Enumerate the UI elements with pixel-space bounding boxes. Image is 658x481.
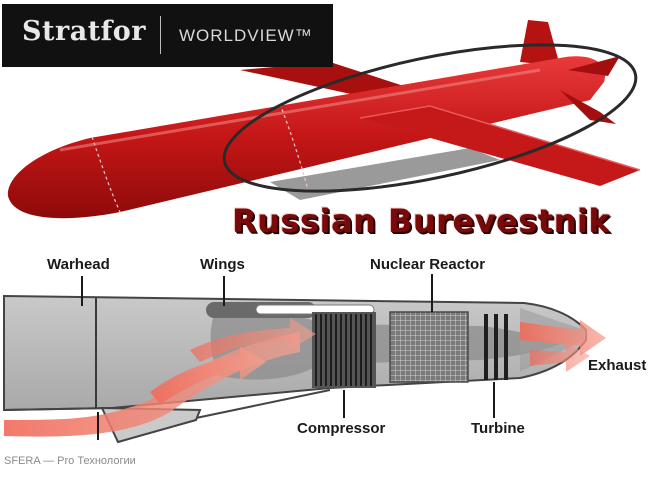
nuclear-reactor-core <box>389 311 469 383</box>
compressor-stack <box>312 312 376 388</box>
tail-fin-top <box>520 20 560 66</box>
near-wing <box>360 106 640 186</box>
turbine-blades <box>484 314 508 380</box>
exhaust-arrow-lower <box>530 342 590 372</box>
label-exhaust: Exhaust <box>588 357 647 374</box>
near-wing-edge <box>359 105 641 171</box>
label-nuclear-reactor: Nuclear Reactor <box>370 256 486 273</box>
tail-stabilizer-upper <box>568 56 620 76</box>
logo-separator <box>160 16 161 54</box>
diagram-title: Russian Burevestnik <box>232 202 611 240</box>
tail-stabilizer <box>560 90 616 124</box>
label-turbine: Turbine <box>471 420 525 437</box>
missile-render <box>7 20 641 219</box>
missile-fuselage <box>7 56 606 219</box>
label-warhead: Warhead <box>47 256 110 273</box>
exhaust-arrow-upper <box>520 320 606 356</box>
engine-highlight-ellipse <box>222 43 638 193</box>
leader-lines <box>81 274 495 440</box>
far-wing <box>240 62 410 96</box>
label-compressor: Compressor <box>297 420 386 437</box>
missile-belly <box>270 148 500 200</box>
image-caption: SFERA — Pro Технологии <box>4 455 136 467</box>
cutaway-schematic <box>3 274 606 444</box>
logo-brand: Stratfor <box>22 16 147 47</box>
stratfor-logo: Stratfor WORLDVIEW™ <box>2 4 333 67</box>
airflow-arrows <box>4 318 606 437</box>
logo-product: WORLDVIEW™ <box>179 26 313 45</box>
label-wings: Wings <box>200 256 245 273</box>
fuselage-highlight <box>59 68 541 152</box>
